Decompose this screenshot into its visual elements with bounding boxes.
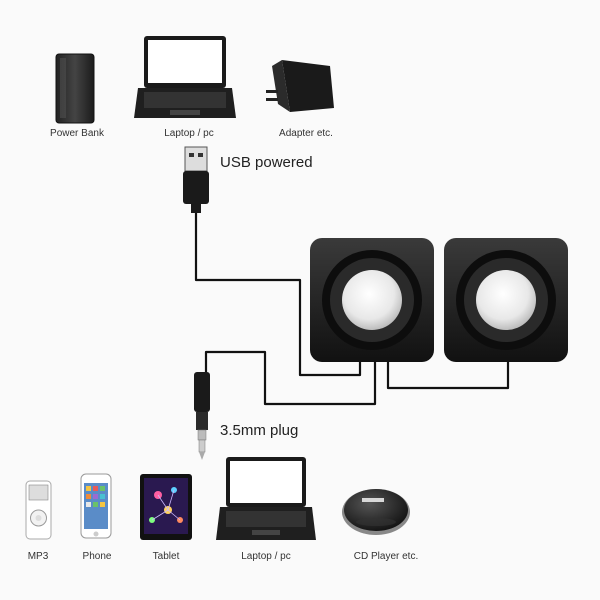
usb-plug-icon xyxy=(183,146,209,213)
label-laptop-top: Laptop / pc xyxy=(164,128,214,139)
label-adapter: Adapter etc. xyxy=(279,128,333,139)
speaker-icon xyxy=(444,238,568,362)
laptop-icon xyxy=(216,457,316,540)
tablet-icon xyxy=(140,474,192,540)
phone-icon xyxy=(80,473,112,539)
label-mp3: MP3 xyxy=(27,551,49,562)
label-cd-player: CD Player etc. xyxy=(353,551,419,562)
label-laptop-bottom: Laptop / pc xyxy=(241,551,291,562)
speaker-icon xyxy=(310,238,434,362)
speaker-cables xyxy=(194,213,510,406)
label-audio-plug: 3.5mm plug xyxy=(220,422,299,439)
label-phone: Phone xyxy=(82,551,112,562)
label-power-bank: Power Bank xyxy=(50,128,104,139)
adapter-icon xyxy=(266,60,334,112)
audio-jack-icon xyxy=(194,372,210,460)
power-bank-icon xyxy=(55,53,95,124)
label-usb-powered: USB powered xyxy=(220,154,313,171)
cd-player-icon xyxy=(342,489,410,535)
mp3-player-icon xyxy=(25,480,52,540)
label-tablet: Tablet xyxy=(152,551,180,562)
laptop-icon xyxy=(134,36,236,118)
